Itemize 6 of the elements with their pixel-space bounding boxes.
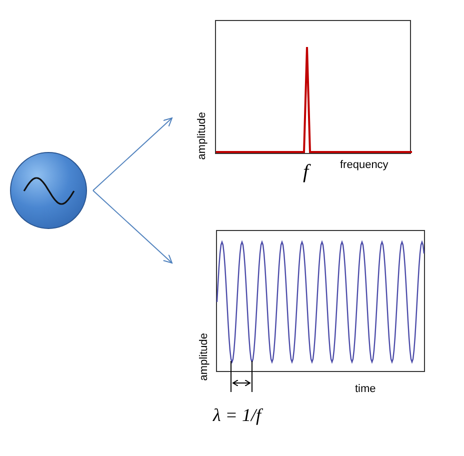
formula: λ = 1/f	[213, 406, 261, 424]
spectrum-chart	[215, 20, 411, 154]
axis-label: f	[303, 162, 309, 182]
axis-label: time	[355, 384, 376, 395]
arrow	[92, 190, 172, 264]
arrow	[92, 118, 172, 191]
